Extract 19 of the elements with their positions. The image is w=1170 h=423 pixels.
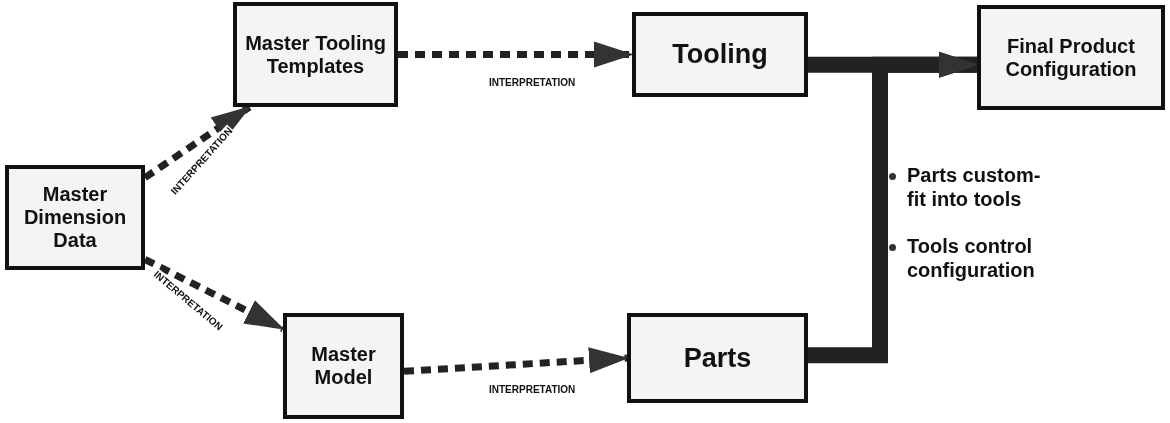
process-box — [233, 2, 398, 107]
process-box — [977, 5, 1165, 110]
thick-arrow — [808, 51, 979, 364]
edge-label: INTERPRETATION — [488, 77, 577, 88]
dashed-arrow — [398, 41, 634, 68]
edge-label: INTERPRETATION — [488, 384, 577, 395]
bullet-note: Tools control configuration — [907, 234, 1036, 282]
box-label: Master Tooling Templates — [244, 31, 387, 78]
box-label: Final Product Configuration — [1004, 34, 1138, 81]
process-box — [283, 313, 404, 419]
box-label: Tooling — [672, 39, 768, 70]
bullet-note: Parts custom-fit into tools — [907, 163, 1042, 211]
process-box — [5, 165, 145, 270]
process-box — [632, 12, 808, 97]
box-label: Parts — [683, 342, 752, 374]
process-box — [627, 313, 808, 403]
dashed-arrow — [403, 347, 629, 375]
box-label: Master Dimension Data — [22, 183, 128, 252]
box-label: Master Model — [310, 343, 377, 389]
